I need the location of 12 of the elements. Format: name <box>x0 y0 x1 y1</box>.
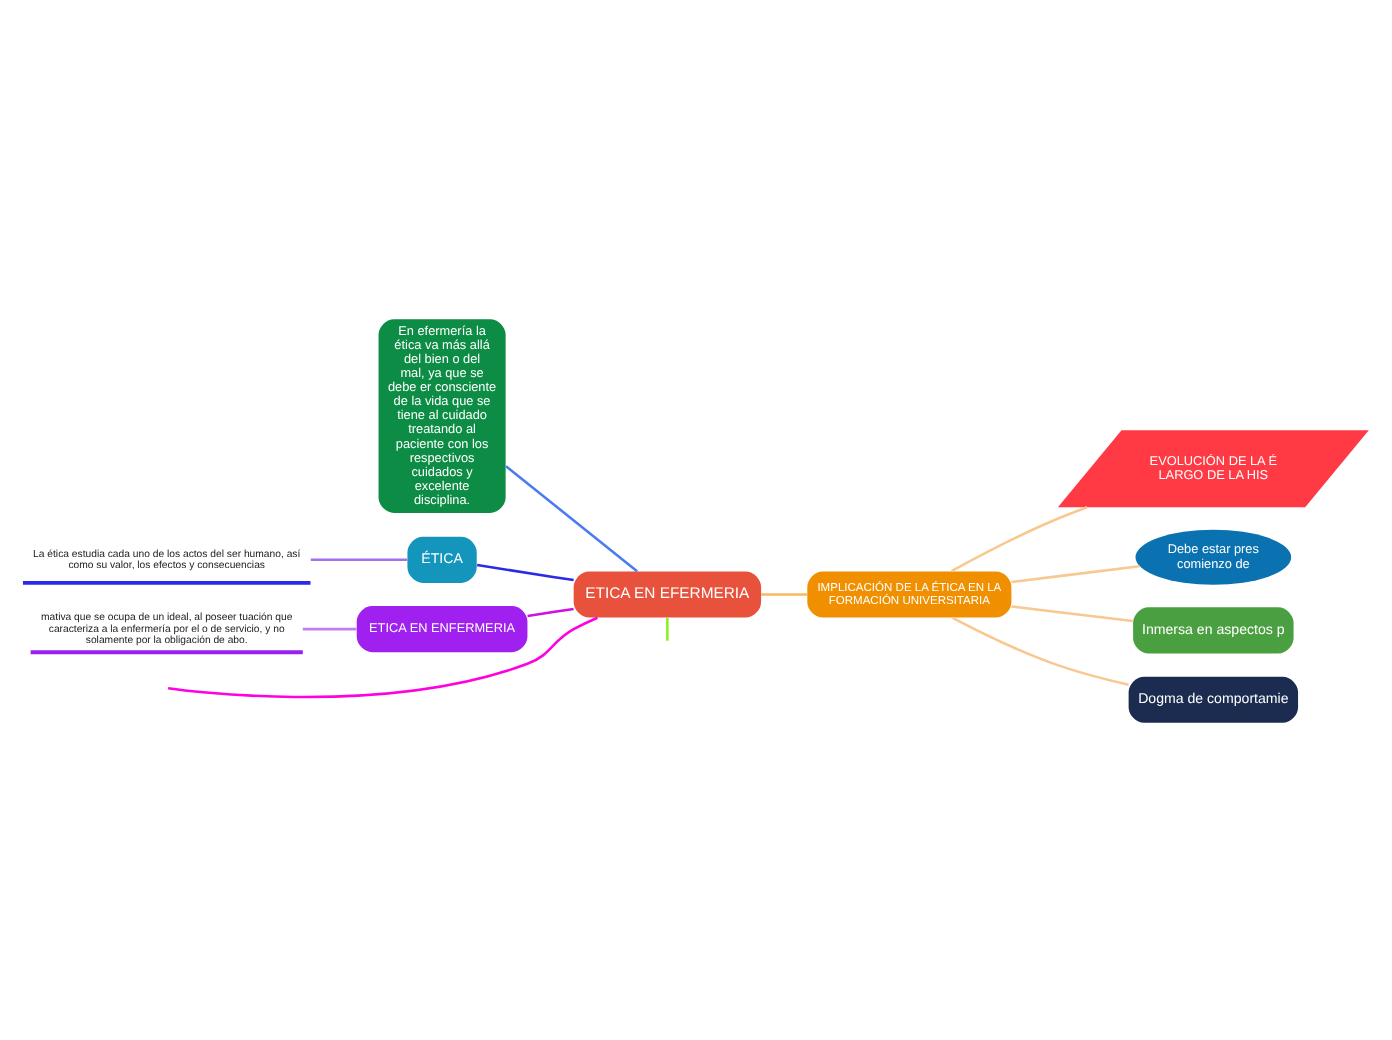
connector <box>951 505 1088 572</box>
connector <box>1011 604 1133 622</box>
connector <box>168 615 598 698</box>
connector <box>505 464 638 572</box>
connector <box>952 615 1129 685</box>
connector <box>666 616 669 640</box>
connector <box>527 606 574 617</box>
connector <box>310 557 408 561</box>
connector <box>302 626 357 630</box>
connector <box>761 592 807 595</box>
connector <box>1011 563 1140 583</box>
connector <box>477 562 574 581</box>
